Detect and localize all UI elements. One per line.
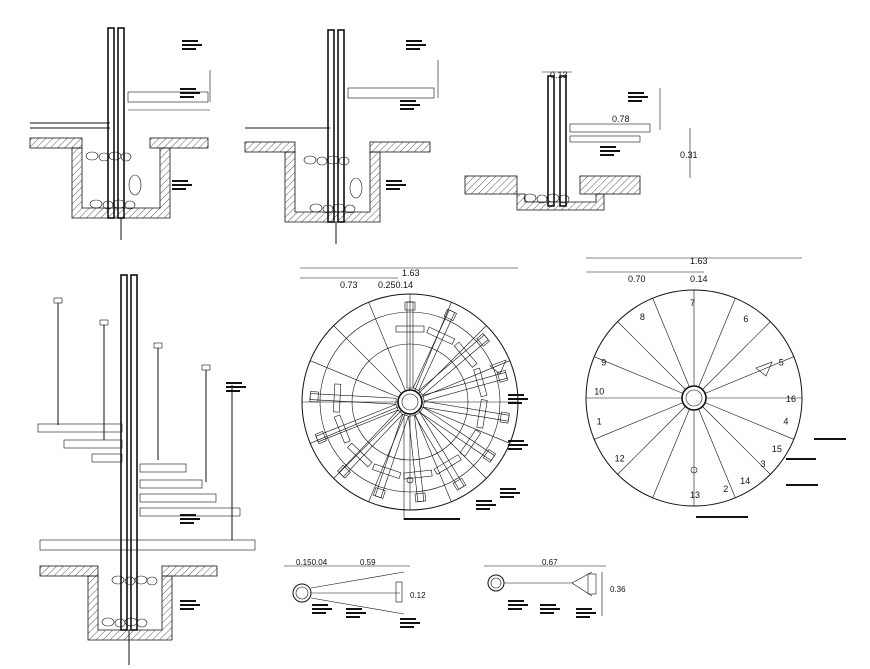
plan2-center-column	[681, 385, 707, 411]
plan1-radial-line	[418, 410, 487, 479]
section-detail-3: 0.13 0.78 0.31	[464, 70, 698, 211]
plan2-radial-line	[698, 408, 736, 498]
plan2-radial-line	[594, 356, 684, 394]
plan1-start-point	[406, 476, 414, 484]
plan1-tread-arm	[414, 412, 467, 491]
step-number-label: 13	[690, 490, 700, 500]
plan1-tread-arm	[422, 367, 509, 402]
plan1-tread-arm	[412, 308, 457, 391]
tread-detail-left: 0.150.04 0.59 0.12	[284, 558, 426, 628]
step-number-label: 2	[723, 484, 728, 494]
plan2-radial-line	[652, 298, 690, 388]
plan1-tread-arm	[422, 399, 510, 429]
section-detail-2	[244, 29, 439, 244]
plan1-right-dim: 0.250.14	[378, 280, 413, 290]
plan1-radial-line	[310, 406, 400, 444]
step-number-label: 5	[779, 357, 784, 367]
detail2-top-dim: 0.67	[542, 558, 558, 567]
plan1-tread-arm	[309, 383, 397, 413]
plan2-column-core	[685, 389, 703, 407]
detail1-dim-b: 0.59	[360, 558, 376, 567]
plan2-direction-arrow	[755, 361, 773, 377]
step-number-label: 7	[690, 298, 695, 308]
step-number-label: 12	[615, 453, 625, 463]
detail1-side-dim: 0.12	[410, 591, 426, 600]
stair-plan-treads: 1.63 0.73 0.250.14	[300, 267, 528, 520]
plan1-radial-line	[333, 410, 402, 479]
section-detail-1	[29, 27, 211, 240]
plan1-tread-arm	[419, 406, 496, 463]
plan1-tread-arm	[418, 333, 490, 396]
plan1-column-core	[401, 393, 419, 411]
plan1-radial-line	[418, 325, 487, 394]
plan2-overall-dim: 1.63	[690, 256, 708, 266]
plan1-radial-line	[310, 360, 400, 398]
step-number-label: 15	[772, 444, 782, 454]
plan1-direction-arrow	[489, 359, 507, 375]
plan2-radial-line	[704, 402, 794, 440]
dim-0-13: 0.13	[550, 70, 568, 80]
plan1-tread-arm	[337, 409, 403, 479]
step-number-label: 4	[783, 416, 788, 426]
plan1-radial-line	[333, 325, 402, 394]
step-number-label: 14	[740, 476, 750, 486]
plan1-tread-arm	[314, 404, 399, 445]
step-number-label: 9	[601, 357, 606, 367]
plan2-radial-line	[702, 406, 771, 475]
plan1-center-column	[397, 389, 423, 415]
detail2-side-dim: 0.36	[610, 585, 626, 594]
plan2-radial-line	[594, 402, 684, 440]
plan1-radial-line	[414, 302, 452, 392]
staircase-elevation	[37, 274, 256, 665]
step-number-label: 3	[760, 459, 765, 469]
plan1-radial-line	[368, 302, 406, 392]
plan2-radial-line	[652, 408, 690, 498]
dim-0-78: 0.78	[612, 114, 630, 124]
plan2-start-point	[690, 466, 698, 474]
plan1-overall-dim: 1.63	[402, 268, 420, 278]
step-number-label: 6	[743, 314, 748, 324]
step-number-label: 8	[640, 312, 645, 322]
plan1-radial-line	[420, 406, 510, 444]
plan1-radial-line	[414, 412, 452, 502]
dim-0-31: 0.31	[680, 150, 698, 160]
plan2-radial-line	[617, 321, 686, 390]
plan1-tread-arm	[395, 301, 425, 389]
step-number-label: 1	[597, 416, 602, 426]
tread-detail-right: 0.67 0.36	[484, 558, 626, 618]
stair-plan-step-numbers: 1.63 0.70 0.14 7 6 5 16 4 15 3 14 2 13 12 1 10 9 8	[585, 256, 846, 518]
plan1-left-dim: 0.73	[340, 280, 358, 290]
plan1-radial-line	[368, 412, 406, 502]
plan2-radial-line	[704, 356, 794, 394]
plan1-radial-line	[420, 360, 510, 398]
plan2-radial-line	[702, 321, 771, 390]
plan2-left-dim: 0.70	[628, 274, 646, 284]
plan2-right-dim: 0.14	[690, 274, 708, 284]
plan2-radial-line	[698, 298, 736, 388]
step-number-label: 16	[786, 394, 796, 404]
plan2-radial-line	[617, 406, 686, 475]
detail1-dim-a: 0.150.04	[296, 558, 328, 567]
plan1-tread-arm	[372, 413, 409, 499]
step-number-label: 10	[594, 386, 604, 396]
